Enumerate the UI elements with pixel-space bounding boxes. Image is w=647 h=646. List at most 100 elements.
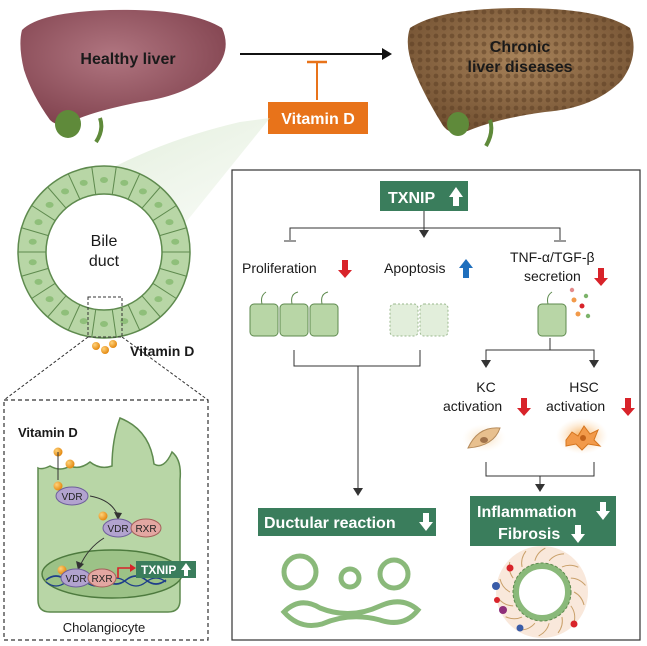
branch-to-inflammation [485,462,595,486]
chronic-label-line1: Chronic [490,39,551,56]
collagen-fiber [538,623,550,637]
cell-boundary [159,227,187,237]
cell-nucleus [28,259,37,266]
ductular-reaction-label: Ductular reaction [264,515,396,532]
cell-nucleus [138,188,147,195]
ductular-reaction-box [258,508,436,536]
hsc-label-line1: HSC [569,379,599,395]
cell-boundary [67,304,81,331]
vdr-label-1: VDR [61,492,82,503]
rxr-receptor-1 [130,518,162,538]
cell-boundary [21,267,49,277]
hsc-label-line2: activation [546,398,605,414]
zoom-selection-box [87,296,123,338]
cell-boundary [152,205,177,222]
up-arrow-icon [449,187,463,206]
cholangiocyte-inset-box [3,399,209,641]
diseased-liver [407,8,634,147]
rxr-label-1: RXR [135,524,156,535]
vitamin-d-molecules-small [92,340,117,354]
proliferation-label: Proliferation [242,260,317,276]
collagen-fiber [505,616,523,620]
down-arrow-icon [594,268,608,286]
down-arrow-icon [419,513,433,531]
apoptotic-cells [389,303,449,337]
ductule [281,553,319,591]
collagen-fiber [570,577,586,586]
fibrosis-label: Fibrosis [498,526,560,543]
ductular-ducts [280,553,422,628]
vitamin-d-top-box [268,102,368,134]
rxr-label-2: RXR [91,574,112,585]
apoptosis-label: Apoptosis [384,260,445,276]
kc-label-line1: KC [476,379,495,395]
cell-boundary [141,295,161,318]
cell-nucleus [79,179,88,186]
cell-nucleus [171,238,180,245]
cell-nucleus [120,318,129,325]
cell-boundary [91,166,97,195]
collagen-fiber [499,578,511,593]
tnf-label-line2: secretion [524,268,581,284]
cell-boundary [31,205,56,222]
txnip-panel-label: TXNIP [388,190,435,207]
cell-nucleus [45,201,54,208]
healthy-liver-label: Healthy liver [80,51,175,68]
cell-nucleus [154,296,163,303]
ductule [338,566,362,590]
cholangiocyte-label: Cholangiocyte [63,620,145,635]
cell-boundary [111,166,117,195]
cell-boundary [47,186,67,209]
kc-label-line2: activation [443,398,502,414]
healthy-liver [20,9,226,144]
fibrotic-duct [492,546,588,638]
cell-boundary [141,186,161,209]
cell-boundary [159,267,187,277]
inflammation-fibrosis-box [470,496,616,546]
down-arrow-icon [596,502,610,520]
tnf-label-line1: TNF-α/TGF-β [510,249,595,265]
main-arrow-right [240,48,392,60]
down-arrow-icon [338,260,352,278]
up-arrow-icon [459,259,473,278]
cell-boundary [127,173,141,200]
bile-duct-label-line2: duct [89,253,120,270]
vdr-label-3: VDR [65,574,86,585]
cell-boundary [91,309,97,338]
txnip-inset-label: TXNIP [141,563,176,577]
inhibition-bar [307,60,327,100]
txnip-inset-box [136,561,196,578]
collagen-fiber [561,564,579,568]
elongated-ductule [280,599,422,628]
collagen-fiber [573,591,585,606]
collagen-fiber [570,605,576,623]
cell-boundary [127,304,141,331]
mechanism-panel [231,169,641,641]
cell-nucleus [34,278,43,285]
bile-duct-label-line1: Bile [91,233,118,250]
vdr-label-2: VDR [107,524,128,535]
cell-nucleus [79,318,88,325]
collagen-fiber [557,616,563,634]
down-arrow-icon [621,398,635,416]
rxr-receptor-2 [87,568,117,588]
cell-nucleus [165,278,174,285]
cell-nucleus [165,219,174,226]
cell-nucleus [61,188,70,195]
cell-nucleus [171,259,180,266]
proliferating-cells [249,291,339,337]
up-arrow-icon [181,563,191,576]
cell-boundary [21,227,49,237]
down-arrow-icon [571,525,585,543]
cell-boundary [152,282,177,299]
cell-boundary [31,282,56,299]
collagen-fiber [534,547,546,561]
cell-nucleus [34,219,43,226]
kupffer-cell [462,424,506,452]
cell-boundary [47,295,67,318]
chronic-label-line2: liver diseases [468,59,573,76]
bile-duct-ring [17,165,191,339]
txnip-branch-lines [284,211,566,242]
vitamin-d-left-label: Vitamin D [130,343,194,359]
